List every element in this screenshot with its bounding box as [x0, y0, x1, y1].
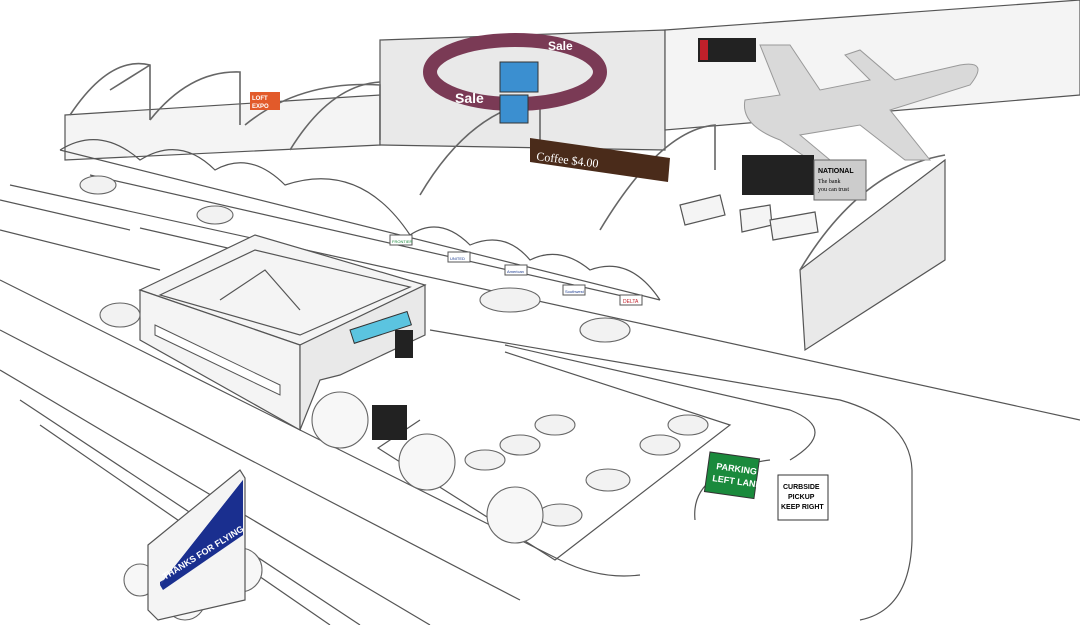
parking-left-lane-sign: PARKING LEFT LANE: [703, 451, 762, 500]
info-board: [372, 405, 407, 440]
svg-text:American: American: [507, 269, 524, 274]
svg-text:DELTA: DELTA: [623, 299, 639, 305]
cars: [79, 175, 709, 527]
svg-text:EXPO: EXPO: [252, 104, 269, 110]
airline-sign-american: American: [504, 264, 528, 276]
airline-sign-delta: DELTA: [619, 294, 643, 306]
svg-text:FRONTIER: FRONTIER: [392, 239, 413, 244]
parking-garage: [138, 234, 427, 440]
svg-text:NATIONAL: NATIONAL: [818, 168, 854, 175]
svg-text:UNITED: UNITED: [450, 256, 465, 261]
sale-text: Sale: [455, 90, 484, 106]
svg-text:The bank: The bank: [818, 179, 841, 185]
airline-sign-frontier: FRONTIER: [389, 234, 413, 246]
curbside-canopies: [59, 139, 661, 301]
airline-sign-united: UNITED: [447, 251, 471, 263]
departure-board: NATIONAL The bank you can trust: [742, 155, 867, 201]
svg-text:PICKUP: PICKUP: [788, 494, 815, 501]
airplane-silhouette: [743, 44, 979, 161]
sale-ring-sign: Sale Sale: [423, 33, 607, 124]
curbside-pickup-sign: CURBSIDE PICKUP KEEP RIGHT: [777, 474, 829, 521]
sale-text: Sale: [548, 39, 573, 53]
airline-signs: FRONTIER UNITED American Southwest DELTA: [389, 234, 643, 306]
svg-text:KEEP RIGHT: KEEP RIGHT: [781, 504, 824, 511]
svg-text:you can trust: you can trust: [818, 187, 849, 193]
airline-sign-southwest: Southwest: [562, 284, 586, 296]
svg-text:Southwest: Southwest: [565, 289, 585, 294]
svg-text:CURBSIDE: CURBSIDE: [783, 484, 820, 491]
svg-text:LOFT: LOFT: [252, 96, 268, 102]
thanks-for-flying-sign: THANKS FOR FLYING: [147, 469, 246, 621]
loft-expo-ad: LOFT EXPO: [250, 92, 280, 110]
